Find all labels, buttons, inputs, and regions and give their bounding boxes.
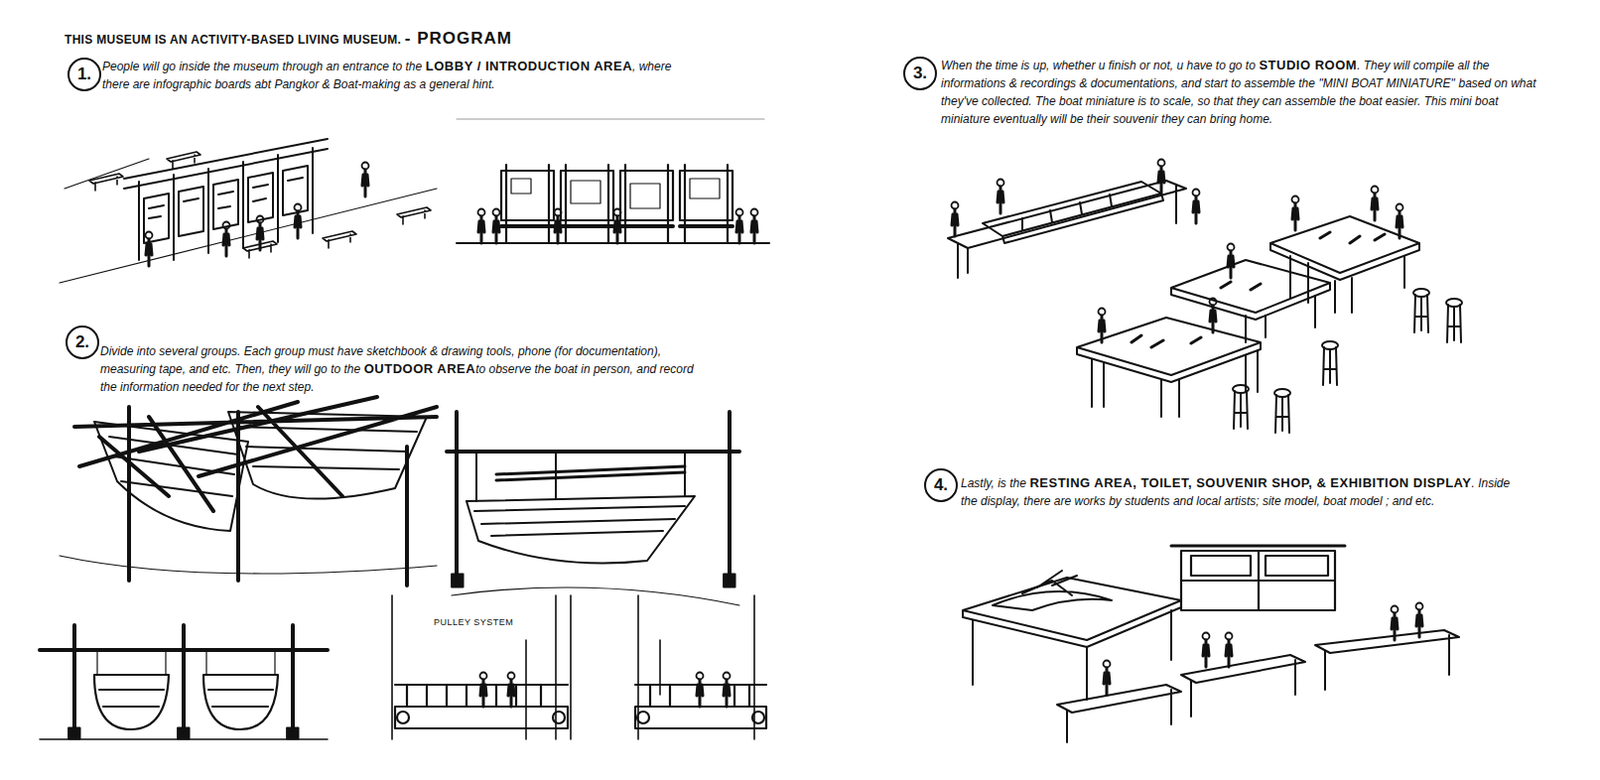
step-number-circle: 2. bbox=[65, 325, 100, 360]
step-number: 4. bbox=[933, 475, 948, 496]
step-number: 3. bbox=[913, 63, 928, 84]
page-title: THIS MUSEUM IS AN ACTIVITY-BASED LIVING … bbox=[64, 32, 401, 47]
note-text: People will go inside the museum through… bbox=[102, 59, 422, 74]
text-block: Lastly, is theRESTING AREA, TOILET, SOUV… bbox=[960, 474, 1527, 511]
text-block: PULLEY SYSTEM bbox=[433, 612, 553, 632]
step-number: 2. bbox=[75, 332, 90, 353]
note-text: OUTDOOR AREA bbox=[364, 361, 476, 377]
note-text: LOBBY / INTRODUCTION AREA bbox=[425, 58, 633, 74]
text-block: THIS MUSEUM IS AN ACTIVITY-BASED LIVING … bbox=[64, 29, 859, 49]
note-text: When the time is up, whether u finish or… bbox=[940, 58, 1256, 73]
note-text: STUDIO ROOM bbox=[1258, 57, 1357, 73]
text-block: Divide into several groups. Each group m… bbox=[100, 342, 706, 397]
step-number-circle: 3. bbox=[903, 56, 937, 91]
step-number-circle: 4. bbox=[924, 468, 958, 503]
note-text: - PROGRAM bbox=[404, 28, 513, 48]
note-text: RESTING AREA, TOILET, SOUVENIR SHOP, & bbox=[1029, 475, 1327, 491]
note-text: "MINI BOAT MINIATURE" bbox=[1318, 76, 1455, 91]
text-block: People will go inside the museum through… bbox=[102, 57, 688, 94]
note-text: EXHIBITION DISPLAY bbox=[1330, 475, 1471, 491]
step-number-circle: 1. bbox=[67, 57, 102, 92]
note-text: PULLEY SYSTEM bbox=[433, 617, 514, 628]
note-text: Lastly, is the bbox=[960, 476, 1027, 491]
step-number: 1. bbox=[77, 64, 92, 85]
text-block: When the time is up, whether u finish or… bbox=[940, 56, 1537, 129]
